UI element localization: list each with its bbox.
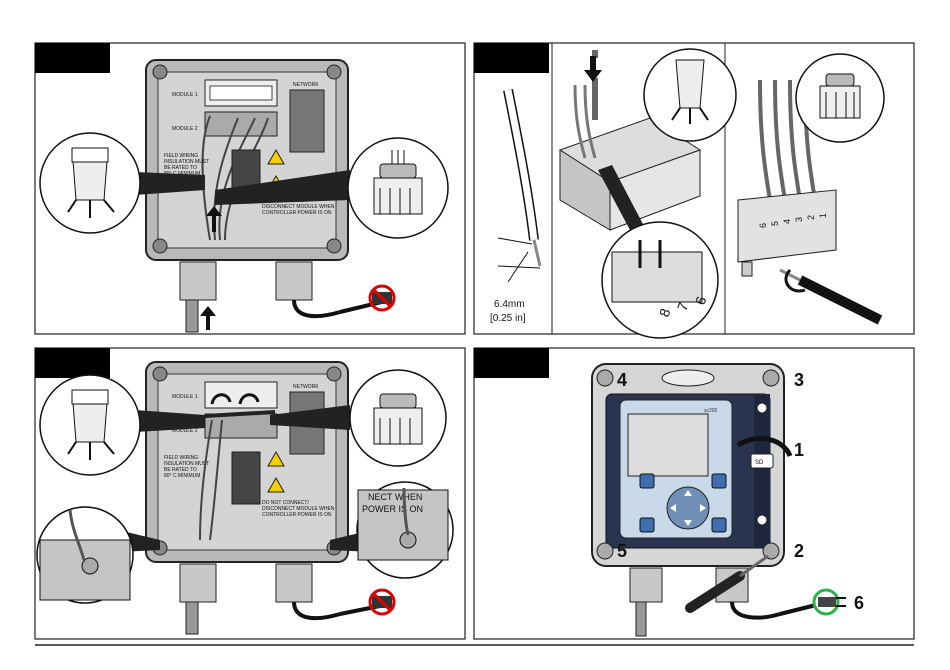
ferrule-closeup-2 bbox=[795, 53, 885, 143]
warning-icon bbox=[267, 476, 285, 493]
field-wiring-line-3: BE RATED TO bbox=[164, 165, 197, 171]
warning-line-3: CONTROLLER POWER IS ON bbox=[262, 512, 332, 518]
rotate-arrow-icon bbox=[784, 268, 806, 293]
field-wiring-line-2: INSULATION MUST bbox=[164, 461, 209, 467]
field-wiring-line-1: FIELD WIRING bbox=[164, 455, 198, 461]
controller-enclosure: NETWORK MODULE 1 MODULE 2 FIELD WIRING I… bbox=[145, 59, 349, 261]
stripped-wire bbox=[497, 89, 542, 283]
screw-icon bbox=[152, 238, 168, 254]
screw-icon bbox=[81, 557, 99, 575]
screw-icon bbox=[756, 402, 768, 414]
field-wiring-line-4: 80° C MINIMUM bbox=[164, 473, 200, 479]
terminal-closeup: 8 7 6 bbox=[598, 165, 719, 339]
panel-2: 6.4mm [0.25 in] 8 7 6 bbox=[473, 42, 915, 339]
screw-icon bbox=[596, 369, 614, 387]
screw-icon bbox=[152, 64, 168, 80]
power-plug-ok-icon bbox=[812, 588, 846, 616]
display-screen bbox=[627, 413, 709, 477]
screw-icon bbox=[762, 369, 780, 387]
screw-icon bbox=[326, 366, 342, 382]
step-label-3: 3 bbox=[794, 370, 804, 390]
panel-4-step-tab bbox=[474, 348, 549, 378]
arrow-up-icon bbox=[684, 490, 692, 496]
arrow-left-icon bbox=[670, 504, 676, 512]
field-wiring-line-3: BE RATED TO bbox=[164, 467, 197, 473]
arrow-down-icon bbox=[684, 520, 692, 526]
network-label: NETWORK bbox=[293, 82, 319, 88]
field-wiring-line-1: FIELD WIRING bbox=[164, 153, 198, 159]
warning-line-3: CONTROLLER POWER IS ON bbox=[262, 210, 332, 216]
home-key-icon bbox=[711, 473, 727, 489]
connector-closeup-left bbox=[39, 374, 205, 476]
screwdriver-icon bbox=[685, 554, 769, 613]
no-power-plug-icon bbox=[368, 284, 396, 312]
ferrule-closeup bbox=[643, 48, 737, 142]
rotate-arrow-icon bbox=[238, 393, 260, 405]
step-label-1: 1 bbox=[794, 440, 804, 460]
closeup-warning-line-1: NECT WHEN bbox=[368, 492, 422, 502]
module-2-label: MODULE 2 bbox=[172, 428, 198, 434]
panel-1: NETWORK MODULE 1 MODULE 2 FIELD WIRING I… bbox=[34, 42, 466, 335]
back-key-icon bbox=[639, 517, 655, 533]
step-label-2: 2 bbox=[794, 541, 804, 561]
controller-front: sc200 SD bbox=[591, 363, 793, 567]
panel-3-step-tab bbox=[35, 348, 110, 378]
arrow-up-icon bbox=[200, 306, 216, 330]
panel-1-step-tab bbox=[35, 43, 110, 73]
warning-line-1: DO NOT CONNECT/ bbox=[262, 500, 309, 506]
ground-screw-closeup-right: NECT WHEN POWER IS ON bbox=[330, 481, 454, 579]
screw-icon bbox=[756, 514, 768, 526]
arrow-up-icon bbox=[206, 206, 222, 232]
module-1-label: MODULE 1 bbox=[172, 394, 198, 400]
warning-line-2: DISCONNECT MODULE WHEN bbox=[262, 506, 335, 512]
terminal-number-3: 3 bbox=[794, 217, 804, 222]
terminal-number-5: 5 bbox=[770, 221, 780, 226]
warning-icon bbox=[267, 450, 285, 467]
sd-card-slot bbox=[750, 453, 774, 469]
step-label-5: 5 bbox=[617, 541, 627, 561]
panel-4: sc200 SD bbox=[473, 347, 915, 640]
strip-length-inch-label: [0.25 in] bbox=[490, 313, 526, 324]
terminal-number-1: 1 bbox=[818, 213, 828, 218]
panel-2-step-tab bbox=[474, 43, 549, 73]
module-2-label: MODULE 2 bbox=[172, 126, 198, 132]
screw-icon bbox=[152, 366, 168, 382]
field-wiring-line-4: 80° C MINIMUM bbox=[164, 171, 200, 177]
connector-closeup-right bbox=[270, 369, 447, 467]
module-1-label: MODULE 1 bbox=[172, 92, 198, 98]
step-label-4: 4 bbox=[617, 370, 627, 390]
strip-length-label: 6.4mm bbox=[494, 299, 525, 310]
rotate-arrow-icon bbox=[210, 393, 232, 405]
field-wiring-line-2: INSULATION MUST bbox=[164, 159, 209, 165]
enter-key-icon bbox=[711, 517, 727, 533]
screw-icon bbox=[326, 64, 342, 80]
warning-line-2: DISCONNECT MODULE WHEN bbox=[262, 204, 335, 210]
terminal-number-4: 4 bbox=[782, 219, 792, 224]
brand-label: sc200 bbox=[704, 408, 718, 414]
terminal-number-6: 6 bbox=[758, 223, 768, 228]
connector-closeup-left bbox=[39, 132, 205, 234]
no-power-plug-icon bbox=[368, 588, 396, 616]
controller-enclosure: NETWORK MODULE 1 MODULE 2 FIELD WIRING I… bbox=[145, 361, 349, 563]
closeup-warning-line-2: POWER IS ON bbox=[362, 504, 423, 514]
menu-key-icon bbox=[639, 473, 655, 489]
panel-3: NETWORK MODULE 1 MODULE 2 FIELD WIRING I… bbox=[34, 347, 466, 640]
rotate-arrow-icon bbox=[736, 436, 793, 458]
step-label-6: 6 bbox=[854, 593, 864, 613]
arrow-down-icon bbox=[584, 56, 602, 82]
terminal-number-2: 2 bbox=[806, 215, 816, 220]
warning-icon bbox=[267, 148, 285, 165]
sd-label: SD bbox=[755, 460, 764, 466]
arrow-right-icon bbox=[700, 504, 706, 512]
network-label: NETWORK bbox=[293, 384, 319, 390]
screw-icon bbox=[596, 542, 614, 560]
connector-closeup-right bbox=[215, 137, 449, 239]
ground-screw-closeup-left bbox=[36, 506, 160, 604]
screw-icon bbox=[326, 238, 342, 254]
keypad-nav-button bbox=[666, 486, 710, 530]
